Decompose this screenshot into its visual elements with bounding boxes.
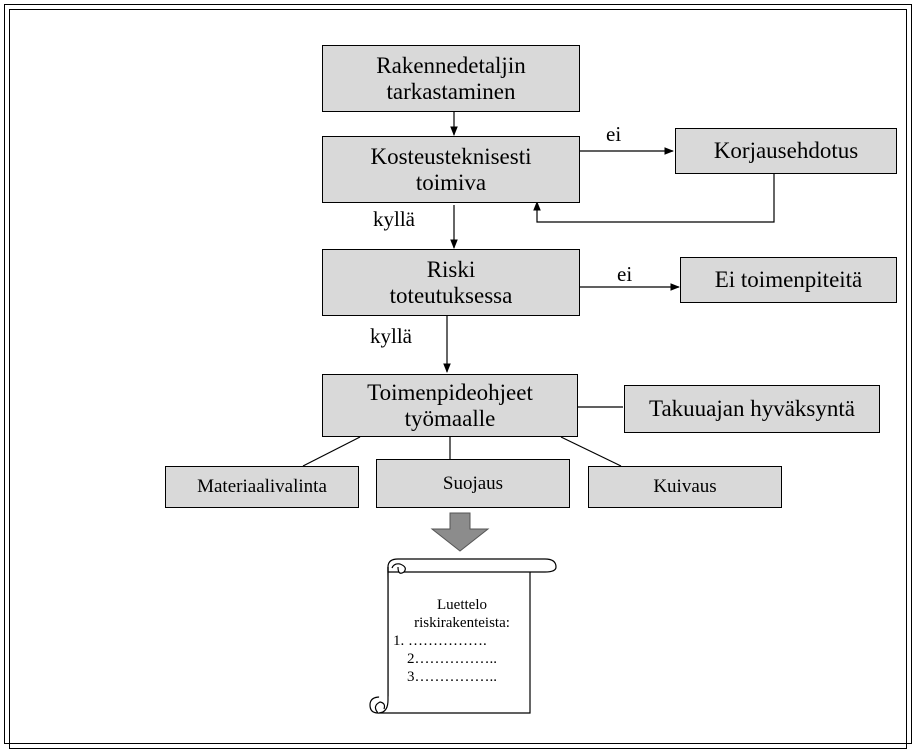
box-no-action: Ei toimenpiteitä [680, 257, 897, 303]
box-line: Riski [426, 256, 476, 282]
box-line: toimiva [415, 169, 487, 195]
label-yes-2: kyllä [370, 324, 412, 348]
box-line: tarkastaminen [386, 78, 516, 104]
box-label: Takuuajan hyväksyntä [649, 396, 855, 421]
list-item: 3…………….. [407, 669, 497, 685]
box-line: toteutuksessa [389, 282, 513, 308]
label-yes-1: kyllä [373, 207, 415, 231]
box-protection: Suojaus [376, 459, 570, 508]
list-item: 2…………….. [407, 651, 497, 667]
big-down-arrow-icon [430, 512, 490, 552]
box-material-selection: Materiaalivalinta [165, 466, 359, 508]
box-warranty: Takuuajan hyväksyntä [624, 385, 880, 433]
line-to-material [302, 436, 361, 467]
box-label: Materiaalivalinta [197, 476, 327, 497]
connectors-layer [302, 112, 775, 714]
box-label: Suojaus [442, 472, 504, 494]
box-line: Toimenpideohjeet [367, 379, 533, 405]
box-label: Korjausehdotus [713, 138, 859, 163]
box-drying: Kuivaus [588, 466, 782, 508]
list-item: 1. ……………. [393, 633, 487, 649]
line-to-drying [560, 436, 622, 467]
label-no-1: ei [606, 122, 622, 146]
box-label: Kuivaus [653, 476, 717, 497]
box-line: työmaalle [404, 405, 496, 431]
risk-list-text: Luettelo riskirakenteista: 1. ……………. 2……… [387, 596, 537, 686]
box-line: Rakennedetaljin [376, 52, 526, 78]
box-line: Kosteusteknisesti [370, 143, 532, 169]
scroll-document-icon [369, 558, 557, 714]
box-label: Ei toimenpiteitä [714, 267, 863, 292]
list-title: riskirakenteista: [414, 615, 510, 631]
box-fix-proposal: Korjausehdotus [675, 128, 897, 174]
list-title: Luettelo [437, 597, 487, 613]
arrow-fix-to-check [533, 174, 775, 223]
label-no-2: ei [617, 262, 633, 286]
